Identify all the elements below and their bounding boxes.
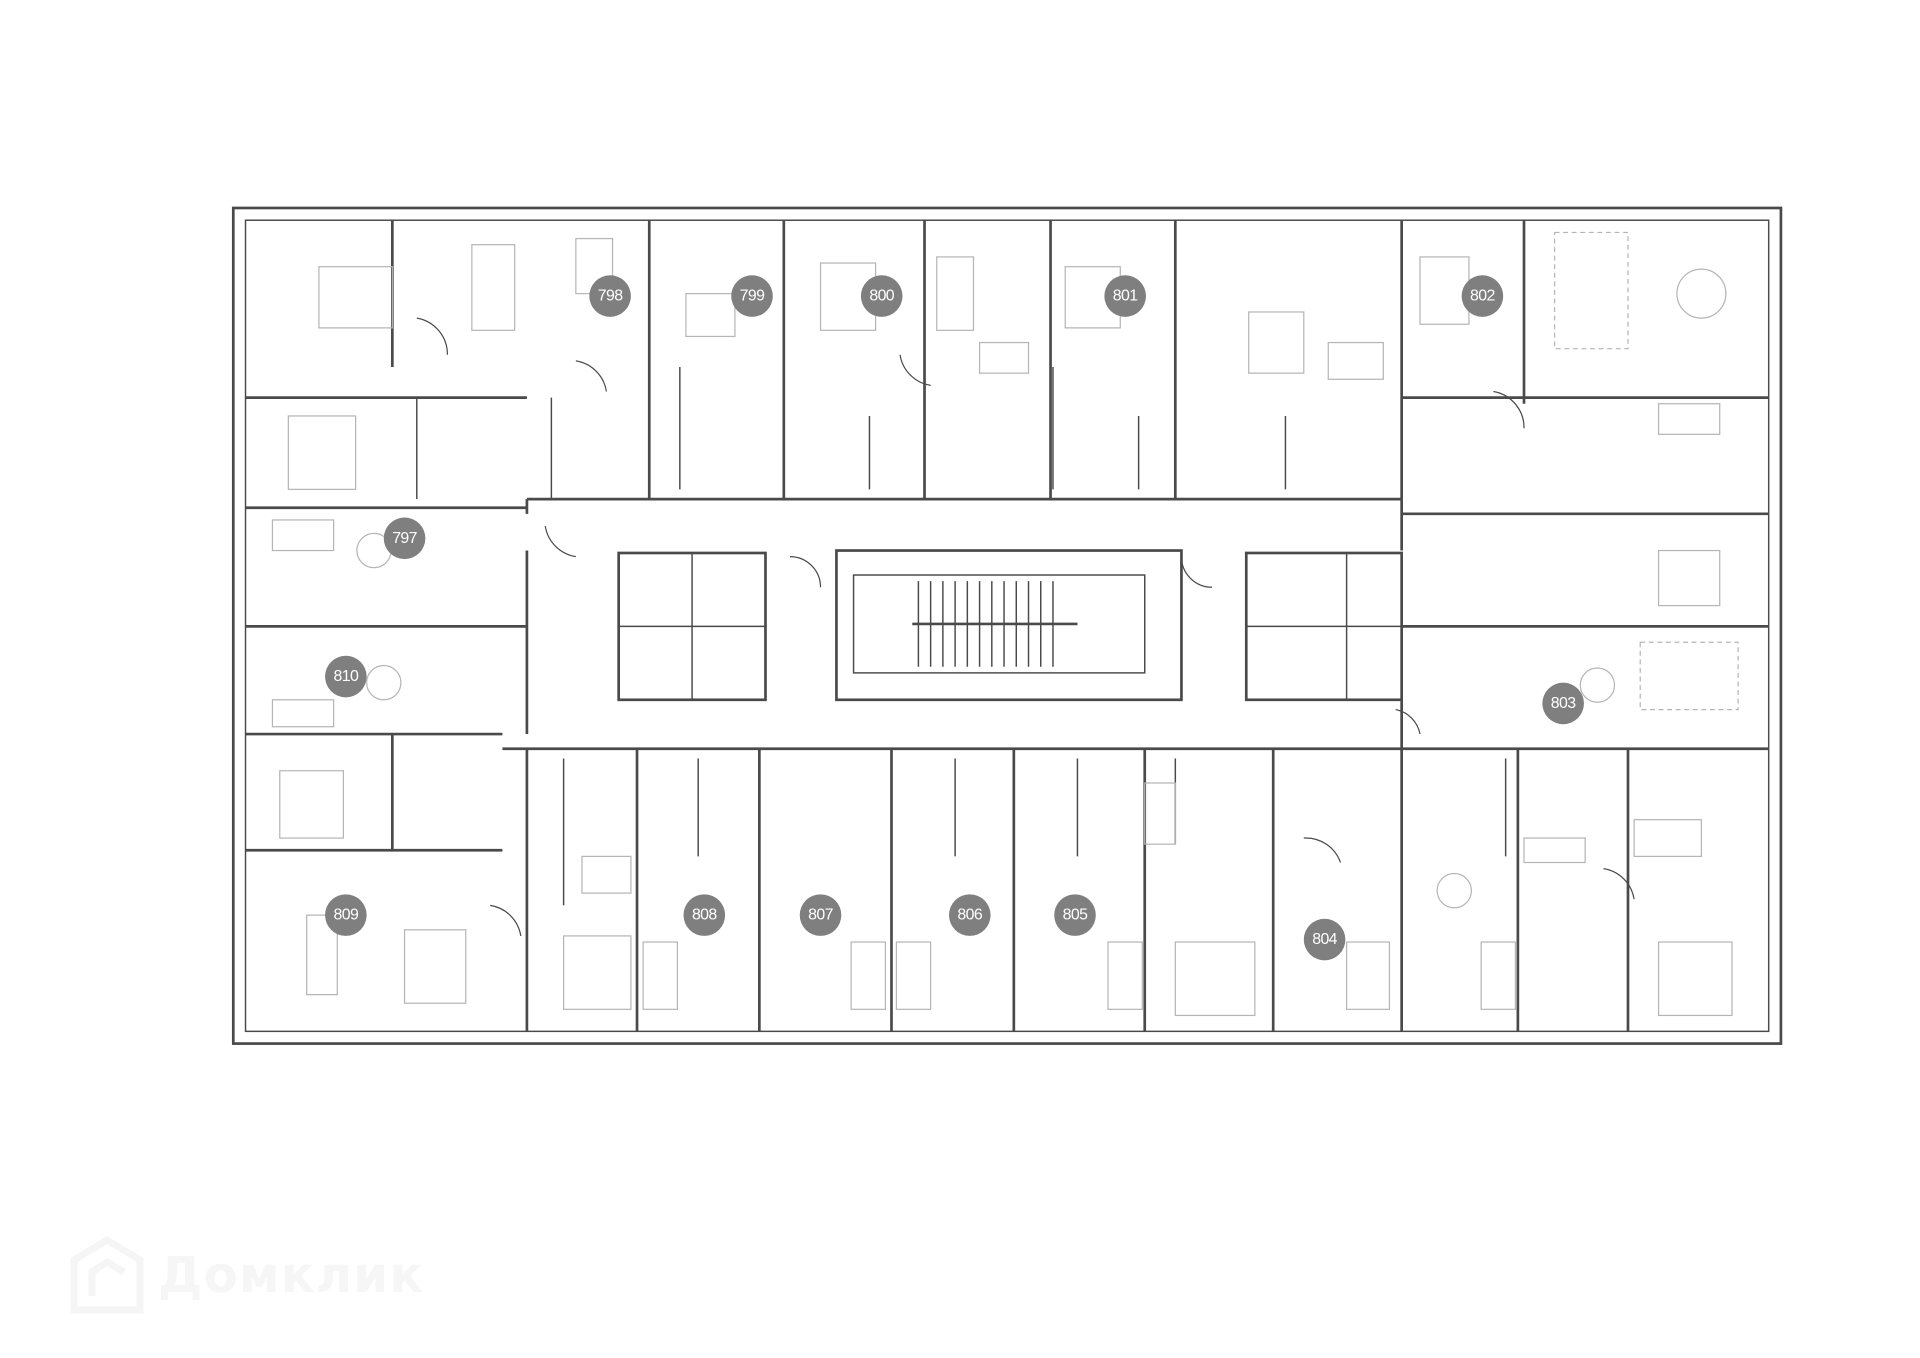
unit-badge-798[interactable]: 798 [589, 275, 631, 317]
unit-badge-800[interactable]: 800 [860, 275, 903, 317]
unit-number: 809 [333, 907, 358, 924]
unit-number: 808 [692, 907, 717, 924]
unit-badge-799[interactable]: 799 [731, 275, 773, 317]
watermark: Домклик [70, 1236, 424, 1314]
unit-badges: 798 799 800 801 802 797 810 803 809 808 … [325, 275, 1584, 961]
furniture [271, 231, 1739, 1017]
unit-badge-809[interactable]: 809 [325, 894, 367, 936]
unit-number: 802 [1470, 288, 1495, 305]
unit-number: 810 [333, 668, 358, 685]
house-logo-icon [70, 1236, 144, 1314]
unit-number: 799 [740, 288, 765, 305]
unit-number: 798 [598, 288, 623, 305]
unit-badge-806[interactable]: 806 [948, 894, 991, 936]
unit-walls [245, 220, 1769, 1032]
unit-number: 804 [1312, 931, 1337, 948]
unit-number: 800 [869, 288, 894, 305]
unit-badge-802[interactable]: 802 [1461, 275, 1504, 317]
unit-badge-810[interactable]: 810 [325, 655, 367, 698]
stairs [912, 581, 1078, 667]
unit-badge-797[interactable]: 797 [383, 517, 426, 560]
unit-number: 797 [392, 530, 417, 547]
watermark-text: Домклик [158, 1246, 425, 1304]
unit-number: 807 [808, 907, 833, 924]
doors [416, 317, 1635, 937]
unit-badge-805[interactable]: 805 [1054, 894, 1096, 936]
unit-badge-803[interactable]: 803 [1542, 682, 1584, 725]
unit-number: 803 [1551, 695, 1576, 712]
unit-badge-804[interactable]: 804 [1303, 918, 1346, 961]
unit-number: 806 [957, 907, 982, 924]
unit-badge-807[interactable]: 807 [799, 894, 842, 936]
unit-number: 805 [1063, 907, 1088, 924]
unit-number: 801 [1113, 288, 1138, 305]
unit-badge-808[interactable]: 808 [683, 894, 726, 936]
unit-badge-801[interactable]: 801 [1104, 275, 1146, 317]
core-walls [502, 497, 1404, 751]
